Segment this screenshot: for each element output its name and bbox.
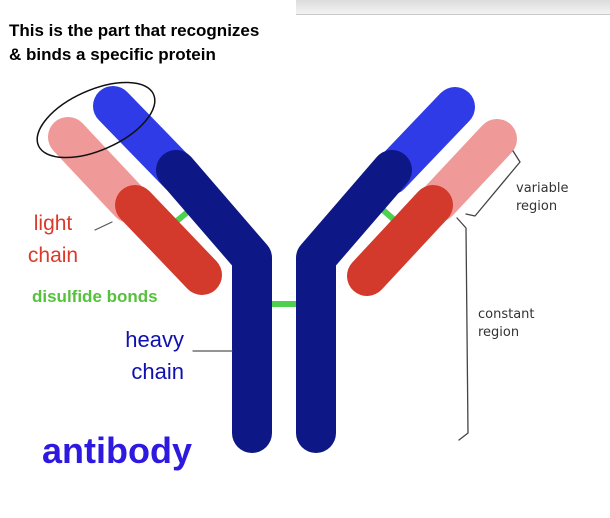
heavy-constant-right: [296, 150, 412, 453]
caption-line-2: & binds a specific protein: [9, 45, 216, 64]
light-chain-label-line-2: chain: [27, 244, 79, 267]
variable-region-bracket: [465, 150, 521, 217]
heavy-chain-label-line-1: heavy: [125, 327, 184, 352]
light-constant-right: [347, 185, 453, 296]
caption-line-1: This is the part that recognizes: [9, 21, 260, 40]
binding-site-ellipse: [36, 81, 156, 159]
constant-region-label: constant region: [478, 306, 535, 342]
photo-fragment: [296, 0, 610, 15]
light-variable-left: [48, 117, 150, 223]
binding-site-caption: This is the part that recognizes & binds…: [9, 19, 309, 67]
variable-region-label-line-2: region: [516, 199, 558, 214]
light-variable-right: [418, 119, 517, 222]
light-constant-left: [115, 185, 222, 295]
disulfide-bonds-label: disulfide bonds: [32, 287, 158, 306]
constant-region-label-line-2: region: [478, 325, 520, 340]
heavy-chain-label-line-2: chain: [131, 359, 184, 384]
constant-region-label-line-1: constant: [478, 307, 535, 322]
heavy-chain-label: heavy chain: [112, 324, 184, 388]
light-chain-leader: [94, 221, 113, 231]
light-chain-label: light chain: [18, 208, 88, 272]
antibody-title: antibody: [42, 430, 192, 471]
variable-region-label-line-1: variable: [516, 181, 569, 196]
constant-region-bracket: [456, 217, 469, 441]
light-chain-label-line-1: light: [33, 212, 73, 235]
variable-region-label: variable region: [516, 180, 568, 216]
heavy-constant-left: [156, 150, 272, 453]
